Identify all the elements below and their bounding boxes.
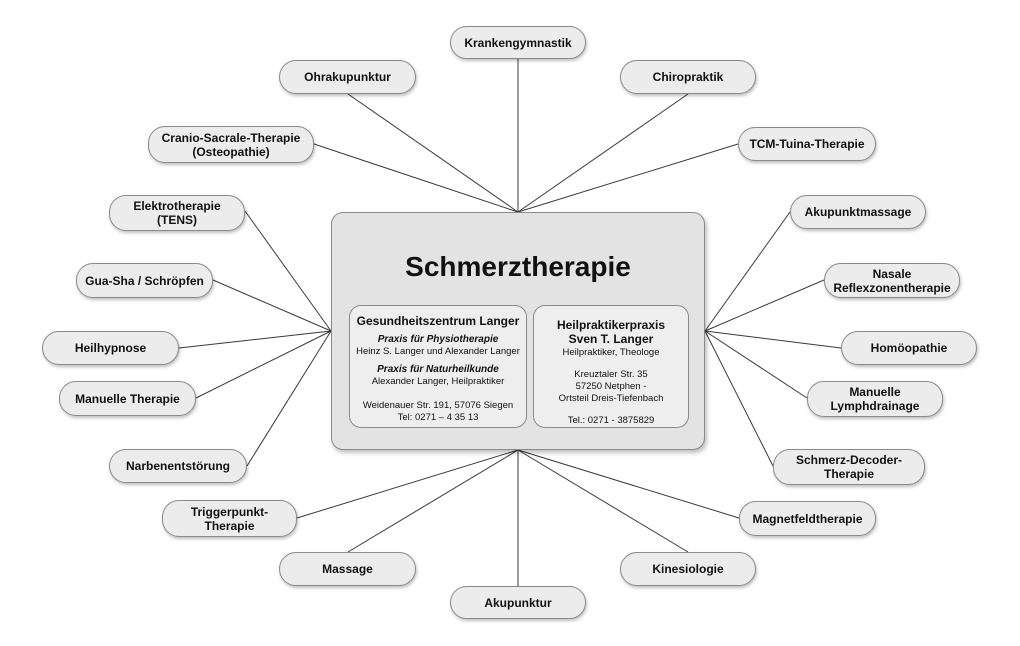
node-lymphdrainage: Manuelle Lymphdrainage xyxy=(807,381,943,417)
node-akupunktmassage: Akupunktmassage xyxy=(790,195,926,229)
card-heilpraktikerpraxis: Heilpraktikerpraxis Sven T. Langer Heilp… xyxy=(533,305,689,428)
connector-line-kinesiologie xyxy=(517,449,689,553)
card-left-title: Gesundheitszentrum Langer xyxy=(356,314,520,328)
node-magnetfeld: Magnetfeldtherapie xyxy=(739,501,876,536)
node-tcm-tuina: TCM-Tuina-Therapie xyxy=(738,127,876,161)
node-heilhypnose: Heilhypnose xyxy=(42,331,179,365)
node-manuelle-therapie: Manuelle Therapie xyxy=(59,381,196,416)
card-left-line2: Alexander Langer, Heilpraktiker xyxy=(371,376,505,387)
center-title: Schmerztherapie xyxy=(405,251,631,282)
connector-line-lymphdrainage xyxy=(704,330,808,399)
connector-line-chiropraktik xyxy=(517,93,689,213)
node-kinesiologie: Kinesiologie xyxy=(620,552,756,586)
card-right-street: Kreuztaler Str. 35 xyxy=(574,369,648,380)
card-right-title-line2: Sven T. Langer xyxy=(568,332,654,346)
node-gua-sha: Gua-Sha / Schröpfen xyxy=(76,263,213,298)
card-right-city: 57250 Netphen - xyxy=(575,381,647,392)
card-right-phone: Tel.: 0271 - 3875829 xyxy=(567,415,655,426)
card-right-subtitle: Heilpraktiker, Theologe xyxy=(562,347,660,358)
node-ohrakupunktur: Ohrakupunktur xyxy=(279,60,416,94)
connector-line-ohrakupunktur xyxy=(347,93,519,213)
connector-line-heilhypnose xyxy=(178,330,332,349)
node-cranio-sacrale: Cranio-Sacrale-Therapie (Osteopathie) xyxy=(148,126,314,163)
connector-line-magnetfeld xyxy=(517,449,740,519)
connector-line-massage xyxy=(347,449,519,553)
card-left-address: Weidenauer Str. 191, 57076 Siegen xyxy=(362,400,514,411)
connector-line-manuelle-therapie xyxy=(195,330,332,399)
connector-line-triggerpunkt xyxy=(296,449,519,519)
card-left-sub1: Praxis für Physiotherapie xyxy=(377,334,499,345)
card-left-phone: Tel: 0271 – 4 35 13 xyxy=(397,412,479,423)
connector-line-tcm-tuina xyxy=(517,143,739,213)
connector-line-elektrotherapie xyxy=(244,210,332,332)
card-gesundheitszentrum: Gesundheitszentrum Langer Praxis für Phy… xyxy=(349,305,527,428)
node-triggerpunkt: Triggerpunkt- Therapie xyxy=(162,500,297,537)
connector-line-nasale-reflexzonen xyxy=(704,279,825,332)
node-narbenentstoerung: Narbenentstörung xyxy=(109,449,247,483)
connector-line-cranio-sacrale xyxy=(313,143,519,213)
node-massage: Massage xyxy=(279,552,416,586)
node-homoeopathie: Homöopathie xyxy=(841,331,977,365)
node-akupunktur: Akupunktur xyxy=(450,586,586,619)
card-right-title-line1: Heilpraktikerpraxis xyxy=(556,318,666,332)
node-chiropraktik: Chiropraktik xyxy=(620,60,756,94)
node-nasale-reflexzonen: Nasale Reflexzonentherapie xyxy=(824,263,960,298)
card-right-district: Ortsteil Dreis-Tiefenbach xyxy=(558,393,664,404)
central-box: Schmerztherapie Gesundheitszentrum Lange… xyxy=(331,212,705,450)
connector-line-gua-sha xyxy=(212,279,332,332)
card-left-sub2: Praxis für Naturheilkunde xyxy=(377,364,499,375)
connector-line-akupunktmassage xyxy=(704,211,791,332)
connector-line-schmerz-decoder xyxy=(704,330,774,467)
node-elektrotherapie: Elektrotherapie (TENS) xyxy=(109,195,245,231)
card-left-line1: Heinz S. Langer und Alexander Langer xyxy=(356,346,520,357)
connector-line-narbenentstoerung xyxy=(246,330,332,467)
connector-line-homoeopathie xyxy=(704,330,842,349)
node-krankengymnastik: Krankengymnastik xyxy=(450,26,586,59)
node-schmerz-decoder: Schmerz-Decoder- Therapie xyxy=(773,449,925,485)
